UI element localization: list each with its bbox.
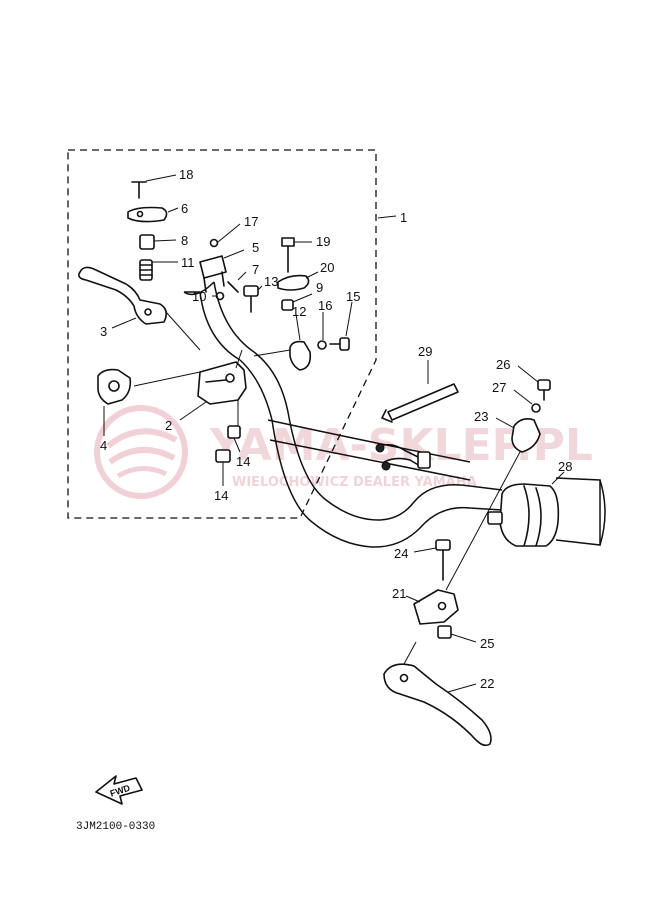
holder-4: [97, 368, 201, 436]
label-1: 1: [400, 210, 407, 225]
nut-14b: [227, 400, 241, 453]
label-7: 7: [252, 262, 259, 277]
label-27: 27: [492, 380, 506, 395]
label-15: 15: [346, 289, 360, 304]
handlebar: [183, 281, 606, 548]
switch-5: [199, 249, 245, 293]
label-5: 5: [252, 240, 259, 255]
label-28: 28: [558, 459, 572, 474]
cable-tie-29: [381, 360, 459, 423]
label-22: 22: [480, 676, 494, 691]
washer-27: [513, 389, 541, 413]
label-13: 13: [264, 274, 278, 289]
clutch-lever-3: [78, 266, 201, 351]
watermark-logo-icon: [94, 405, 188, 499]
label-10: 10: [192, 289, 206, 304]
label-18: 18: [179, 167, 193, 182]
label-23: 23: [474, 409, 488, 424]
lever-bracket-2: [179, 349, 247, 421]
screw-15: [329, 301, 353, 351]
fwd-arrow-icon: FWD: [95, 775, 143, 805]
watermark-subtitle: WIELOCHOWICZ DEALER YAMAHA: [232, 475, 477, 490]
lever-bracket-21: [405, 589, 459, 625]
brake-lever-22: [383, 641, 492, 747]
label-11: 11: [181, 255, 195, 270]
switch-housing-23: [445, 417, 541, 591]
label-8: 8: [181, 233, 188, 248]
holder-12: [253, 313, 312, 371]
spring-11: [139, 259, 178, 281]
label-16: 16: [318, 298, 332, 313]
wire-harness: [375, 443, 431, 471]
label-12: 12: [292, 304, 306, 319]
bolt-19: [281, 237, 312, 273]
label-9: 9: [316, 280, 323, 295]
label-3: 3: [100, 324, 107, 339]
handlebar-switch-28: [487, 471, 565, 547]
label-2: 2: [165, 418, 172, 433]
clamp-20: [277, 271, 319, 291]
screw-18: [131, 174, 177, 199]
screw-26: [517, 365, 551, 401]
bolt-24: [413, 539, 451, 581]
nut-25: [437, 625, 477, 643]
part-labels: 18 6 8 11 3 17 5 7 10 19 20 13 9 12 16 1…: [100, 167, 572, 691]
bolt-10: [212, 291, 225, 301]
pin-7: [227, 271, 247, 293]
nut-9: [281, 293, 313, 311]
label-26: 26: [496, 357, 510, 372]
label-29: 29: [418, 344, 432, 359]
label-20: 20: [320, 260, 334, 275]
label-4: 4: [100, 438, 107, 453]
label-25: 25: [480, 636, 494, 651]
assembly-frame: [67, 149, 377, 519]
label-21: 21: [392, 586, 406, 601]
washer-16: [317, 312, 327, 350]
cover-plate-6: [127, 206, 179, 223]
label-19: 19: [316, 234, 330, 249]
label-17: 17: [244, 214, 258, 229]
drawing-code: 3JM2100-0330: [76, 821, 155, 833]
nut-14a: [215, 449, 231, 486]
label-14a: 14: [214, 488, 228, 503]
clip-17: [209, 223, 241, 248]
assembly-leader-1: [377, 215, 397, 219]
label-14b: 14: [236, 454, 250, 469]
label-24: 24: [394, 546, 408, 561]
adjuster-8: [139, 234, 177, 250]
bolt-13: [243, 285, 263, 313]
label-6: 6: [181, 201, 188, 216]
